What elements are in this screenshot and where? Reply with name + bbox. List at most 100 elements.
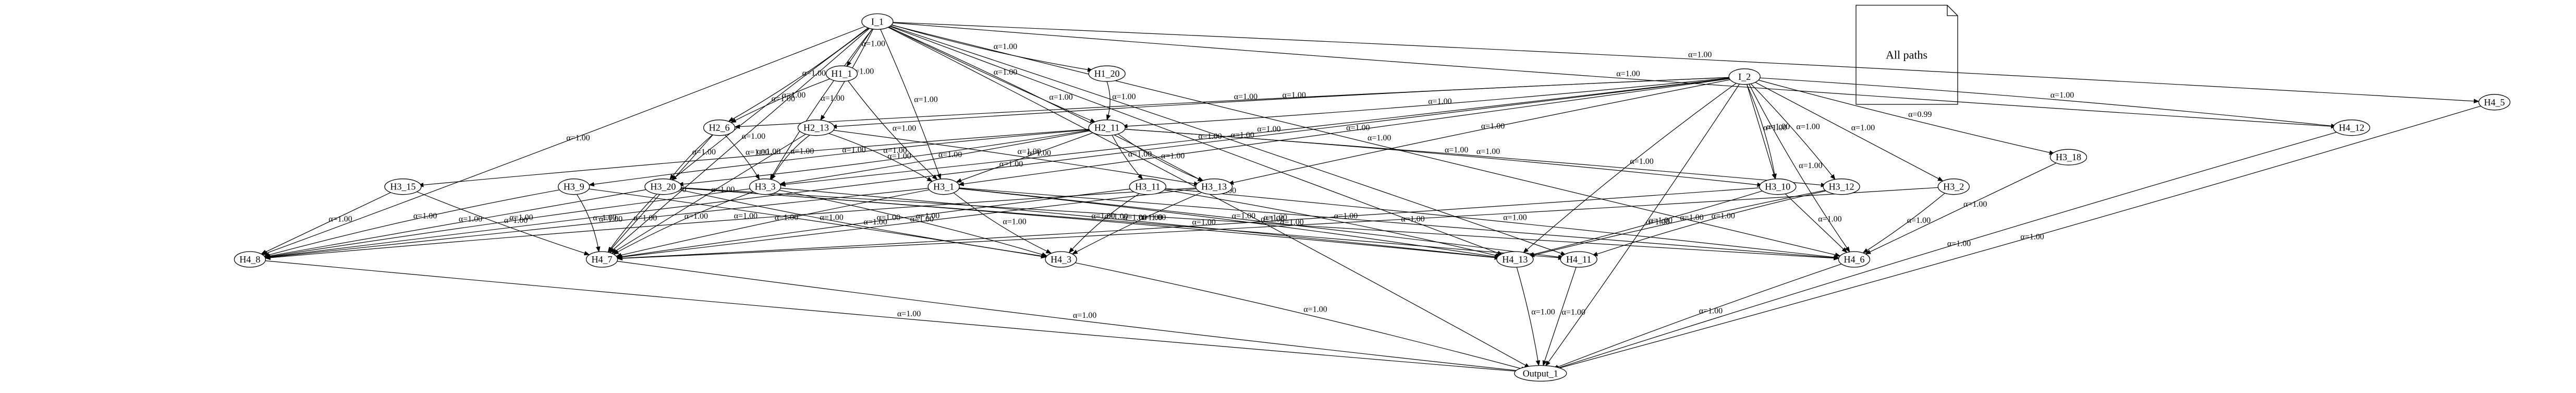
edge-H4_5-to-Output_1: α=1.00 — [1553, 105, 2481, 371]
node-label: H3_10 — [1765, 182, 1790, 192]
edge-I_2-to-H3_10: α=1.00 — [1747, 84, 1790, 180]
node-ellipse — [558, 178, 590, 195]
edge-label: α=1.00 — [821, 94, 844, 103]
edge-I_2-to-H3_1: α=1.00 — [958, 78, 1730, 186]
edge-line — [677, 129, 1092, 187]
edge-line — [1553, 264, 1842, 370]
edge-line — [617, 260, 1526, 374]
edge-H2_6-to-H3_20: α=1.00 — [669, 134, 716, 180]
edge-I_1-to-H1_1: α=1.00 — [846, 29, 885, 67]
edge-label: α=1.00 — [1346, 123, 1370, 132]
node-ellipse — [825, 65, 858, 82]
edge-line — [1516, 267, 1541, 366]
edge-H4_7-to-Output_1: α=1.00 — [617, 260, 1526, 374]
edge-label: α=1.00 — [1907, 216, 1931, 225]
edge-label: α=1.00 — [685, 212, 708, 221]
edge-I_2-to-H3_13: α=1.00 — [1228, 79, 1730, 185]
node-output-1: Output_1 — [1514, 365, 1567, 382]
edge-label: α=1.00 — [1503, 213, 1527, 222]
edge-I_1-to-H4_6: α=1.00 — [891, 25, 1841, 257]
edge-label: α=1.00 — [820, 213, 843, 222]
node-h3-13: H3_13 — [1195, 178, 1233, 195]
edge-label: α=1.00 — [1368, 134, 1391, 142]
edge-I_2-to-H4_13: α=1.00 — [1523, 83, 1737, 254]
edge-line — [264, 189, 649, 258]
edge-label: α=1.00 — [1280, 218, 1303, 227]
edge-label: α=1.00 — [734, 211, 758, 220]
edge-line — [1542, 267, 1577, 366]
edge-line — [678, 187, 1564, 260]
node-h3-15: H3_15 — [384, 178, 422, 195]
edge-line — [588, 129, 1092, 187]
node-h1-1: H1_1 — [825, 65, 858, 82]
edge-label: α=1.00 — [1003, 217, 1026, 226]
node-label: H2_6 — [709, 123, 730, 133]
node-label: H4_11 — [1566, 254, 1591, 265]
node-label: H4_13 — [1502, 254, 1528, 265]
edge-line — [678, 187, 1839, 260]
edge-label: α=1.00 — [328, 215, 352, 223]
edge-line — [1760, 77, 2337, 128]
edge-line — [1112, 135, 1143, 180]
edge-I_2-to-H3_2: α=1.00 — [1755, 82, 1944, 182]
edge-line — [848, 80, 938, 180]
edge-label: α=1.00 — [1818, 215, 1841, 223]
edge-line — [958, 78, 1730, 186]
edge-label: α=1.00 — [1688, 51, 1712, 59]
edge-label: α=1.00 — [1264, 213, 1287, 222]
node-label: H4_7 — [592, 254, 613, 265]
edge-H3_9-to-H4_7: α=1.00 — [576, 194, 617, 253]
edge-line — [1758, 79, 2055, 155]
edge-label: α=1.00 — [1476, 147, 1500, 156]
node-label: H1_20 — [1094, 68, 1120, 79]
edge-label: α=1.00 — [1198, 132, 1222, 141]
edge-label: α=1.00 — [910, 215, 934, 223]
edge-H3_18-to-H4_6: α=1.00 — [1865, 162, 2058, 255]
node-label: H3_12 — [1829, 182, 1854, 192]
edge-label: α=1.00 — [1232, 211, 1255, 220]
edge-line — [1529, 189, 1827, 257]
node-h3-9: H3_9 — [558, 178, 590, 195]
edge-line — [1749, 84, 1850, 253]
node-h3-2: H3_2 — [1937, 178, 1970, 195]
node-h2-6: H2_6 — [703, 120, 736, 136]
node-ellipse — [2478, 94, 2511, 111]
edge-line — [1785, 193, 1848, 253]
edge-label: α=1.00 — [1112, 92, 1136, 101]
edge-line — [616, 189, 930, 258]
node-label: H3_11 — [1135, 182, 1160, 192]
edge-H1_20-to-H2_11: α=1.00 — [1106, 81, 1136, 121]
edge-I_1-to-H3_20: α=1.00 — [671, 28, 869, 181]
edge-line — [415, 190, 590, 256]
edge-label: α=1.00 — [772, 94, 795, 103]
node-ellipse — [1823, 178, 1860, 195]
node-label: H4_3 — [1051, 254, 1071, 265]
edge-line — [1553, 131, 2338, 370]
edge-I_1-to-H4_12: α=1.00 — [893, 22, 2337, 129]
edge-line — [262, 26, 865, 255]
node-label: H4_5 — [2484, 97, 2505, 108]
edge-H4_11-to-Output_1: α=1.00 — [1542, 267, 1585, 366]
edge-label: α=1.00 — [742, 132, 765, 141]
edge-line — [892, 25, 1093, 72]
node-label: H2_11 — [1094, 123, 1119, 133]
edge-label: α=1.00 — [1531, 308, 1555, 317]
edge-I_2-to-H4_8: α=1.00 — [264, 78, 1730, 259]
node-label: H4_6 — [1844, 254, 1865, 265]
edge-H2_6-to-H3_3: α=1.00 — [725, 135, 769, 180]
node-ellipse — [1088, 120, 1126, 136]
edge-H2_11-to-H3_20: α=1.00 — [677, 129, 1092, 187]
node-ellipse — [2333, 120, 2371, 136]
node-i-1: I_1 — [861, 13, 894, 30]
node-h4-8: H4_8 — [234, 251, 266, 268]
edge-label: α=1.00 — [1851, 123, 1875, 132]
edge-label: α=1.00 — [1192, 218, 1216, 227]
node-ellipse — [585, 251, 618, 268]
edge-H3_1-to-H4_13: α=1.00 — [959, 188, 1500, 259]
node-ellipse — [1088, 65, 1126, 82]
edge-line — [888, 27, 1096, 123]
node-ellipse — [644, 178, 682, 195]
edge-line — [827, 133, 933, 182]
edge-H3_2-to-H4_7: α=1.00 — [617, 187, 1938, 261]
